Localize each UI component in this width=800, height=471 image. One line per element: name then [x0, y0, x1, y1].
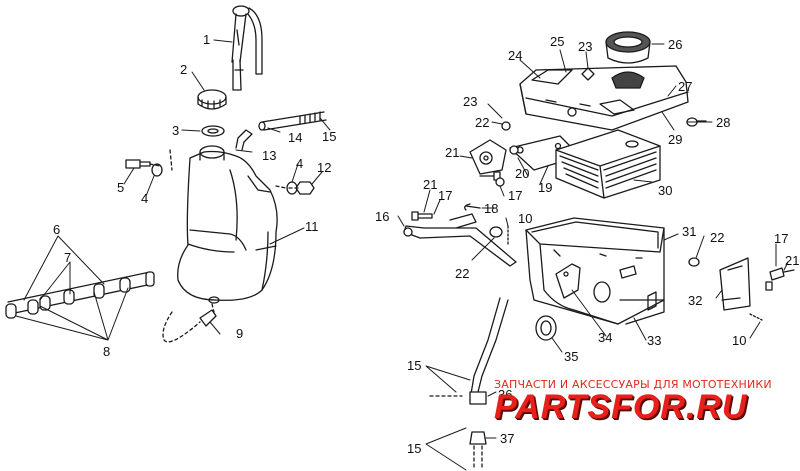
callout-4b: 4	[296, 156, 303, 171]
callout-17b: 17	[508, 188, 522, 203]
leader-lines-left	[15, 39, 331, 341]
callout-24: 24	[508, 48, 522, 63]
side-bracket	[719, 257, 751, 311]
callout-21c: 21	[785, 253, 799, 268]
callout-32: 32	[688, 293, 702, 308]
fuel-gauge-sender	[231, 5, 263, 91]
tank-bolt	[125, 159, 151, 169]
callout-31: 31	[682, 224, 696, 239]
callout-15a: 15	[322, 129, 336, 144]
callout-28: 28	[716, 115, 730, 130]
rubber-grommet	[535, 315, 557, 341]
battery-box	[525, 217, 665, 325]
callout-25: 25	[550, 34, 564, 49]
battery-terminal	[555, 263, 581, 299]
callout-10b: 10	[732, 333, 746, 348]
side-pin	[749, 313, 763, 321]
vent-tube	[469, 297, 509, 469]
callout-22c: 22	[710, 230, 724, 245]
fuel-tank-body	[177, 145, 278, 301]
callout-20: 20	[515, 166, 529, 181]
callout-36: 36	[498, 387, 512, 402]
hose-clamp-36	[429, 391, 487, 405]
fuel-outlet-fitting	[162, 296, 220, 343]
hose-clamp-37	[469, 431, 487, 445]
callout-18: 18	[484, 201, 498, 216]
battery-terminal-cup	[611, 71, 645, 89]
fuel-cap	[197, 89, 227, 110]
callout-30: 30	[658, 183, 672, 198]
callout-35: 35	[564, 349, 578, 364]
support-arm	[403, 213, 517, 267]
battery-assembly	[403, 31, 795, 469]
tank-nut	[295, 181, 315, 195]
side-bolt	[769, 267, 795, 281]
callout-22a: 22	[475, 115, 489, 130]
retainer-nut-17	[495, 177, 505, 187]
callout-23b: 23	[463, 94, 477, 109]
callout-12: 12	[317, 160, 331, 175]
clamp-nut	[509, 145, 519, 155]
callout-21b: 21	[423, 177, 437, 192]
callout-23a: 23	[578, 39, 592, 54]
callout-1: 1	[203, 32, 210, 47]
callout-21a: 21	[445, 145, 459, 160]
callout-15b: 15	[407, 358, 421, 373]
callout-13: 13	[262, 148, 276, 163]
callout-11: 11	[305, 219, 319, 234]
callout-17a: 17	[438, 188, 452, 203]
cotter-pin	[464, 203, 481, 211]
callout-14: 14	[288, 130, 302, 145]
callout-17c: 17	[774, 231, 788, 246]
callout-37: 37	[500, 431, 514, 446]
callout-2: 2	[180, 62, 187, 77]
battery-cover	[519, 65, 689, 131]
arm-nut	[489, 226, 503, 238]
callout-15c: 15	[407, 441, 421, 456]
leader-lines-right	[397, 43, 789, 471]
fuel-line-kit	[5, 271, 155, 319]
callout-29: 29	[668, 132, 682, 147]
arm-bolt	[411, 211, 433, 221]
watermark-caption: ЗАПЧАСТИ И АКСЕССУАРЫ ДЛЯ МОТОТЕХНИКИ	[494, 378, 772, 391]
watermark-logo: PARTSFOR.RU	[494, 388, 748, 426]
callout-26: 26	[668, 37, 682, 52]
fuel-cap-gasket	[201, 125, 225, 137]
fuel-tank-assembly	[5, 5, 327, 343]
callout-10a: 10	[518, 211, 532, 226]
box-grommet	[688, 257, 700, 267]
battery-clamp	[469, 139, 507, 175]
side-washer	[765, 281, 773, 291]
callout-8: 8	[103, 344, 110, 359]
callout-7: 7	[64, 250, 71, 265]
callout-5: 5	[117, 180, 124, 195]
callout-33: 33	[647, 333, 661, 348]
callout-22b: 22	[455, 266, 469, 281]
callout-27: 27	[678, 79, 692, 94]
battery-block	[555, 129, 661, 199]
tank-washer-left	[151, 163, 163, 177]
battery-vent-cap	[581, 67, 595, 81]
callout-labels: 1 2 3 4 4 5 6 7 8 9 10 10 11 12 13 14 15…	[53, 32, 799, 456]
callout-16: 16	[375, 209, 389, 224]
callout-4a: 4	[141, 191, 148, 206]
callout-34: 34	[598, 330, 612, 345]
vent-fitting	[235, 129, 253, 151]
vent-hose	[258, 111, 327, 131]
clamp-washer	[501, 121, 511, 131]
callout-6: 6	[53, 222, 60, 237]
callout-19: 19	[538, 180, 552, 195]
battery-cap-large	[605, 31, 651, 64]
callout-3: 3	[172, 123, 179, 138]
callout-9: 9	[236, 326, 243, 341]
